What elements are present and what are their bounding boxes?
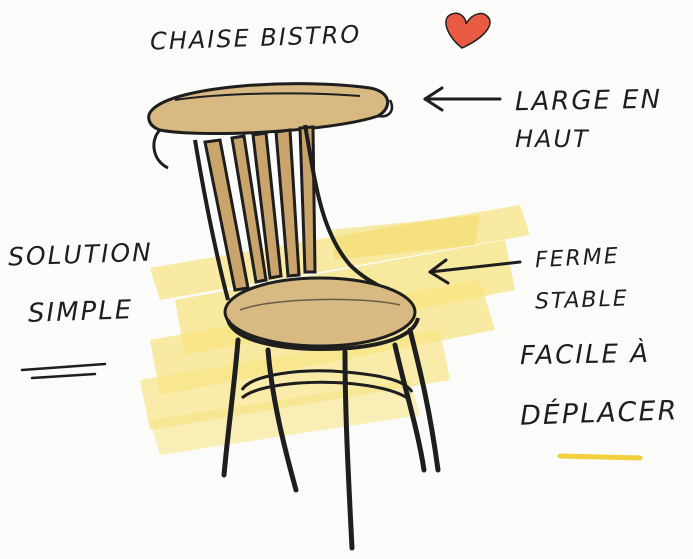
deplacer-label: déplacer (519, 395, 679, 432)
large-label-line1: Large en (514, 84, 663, 118)
underline-solution (20, 362, 107, 380)
arrow-large (423, 86, 502, 112)
chair-top-rail (147, 82, 394, 170)
facile-label: Facile à (519, 338, 651, 372)
heart-icon (445, 12, 491, 49)
solution-label-line1: Solution (7, 237, 154, 272)
stable-label: stable (534, 286, 630, 315)
arrow-ferme (428, 258, 522, 285)
chair-spindles (203, 125, 317, 292)
solution-label-line2: simple (27, 295, 134, 329)
ferme-label: Ferme (534, 243, 621, 274)
underline-deplacer (557, 453, 643, 461)
large-label-line2: haut (515, 125, 590, 153)
chair-leg-ring (240, 369, 414, 402)
